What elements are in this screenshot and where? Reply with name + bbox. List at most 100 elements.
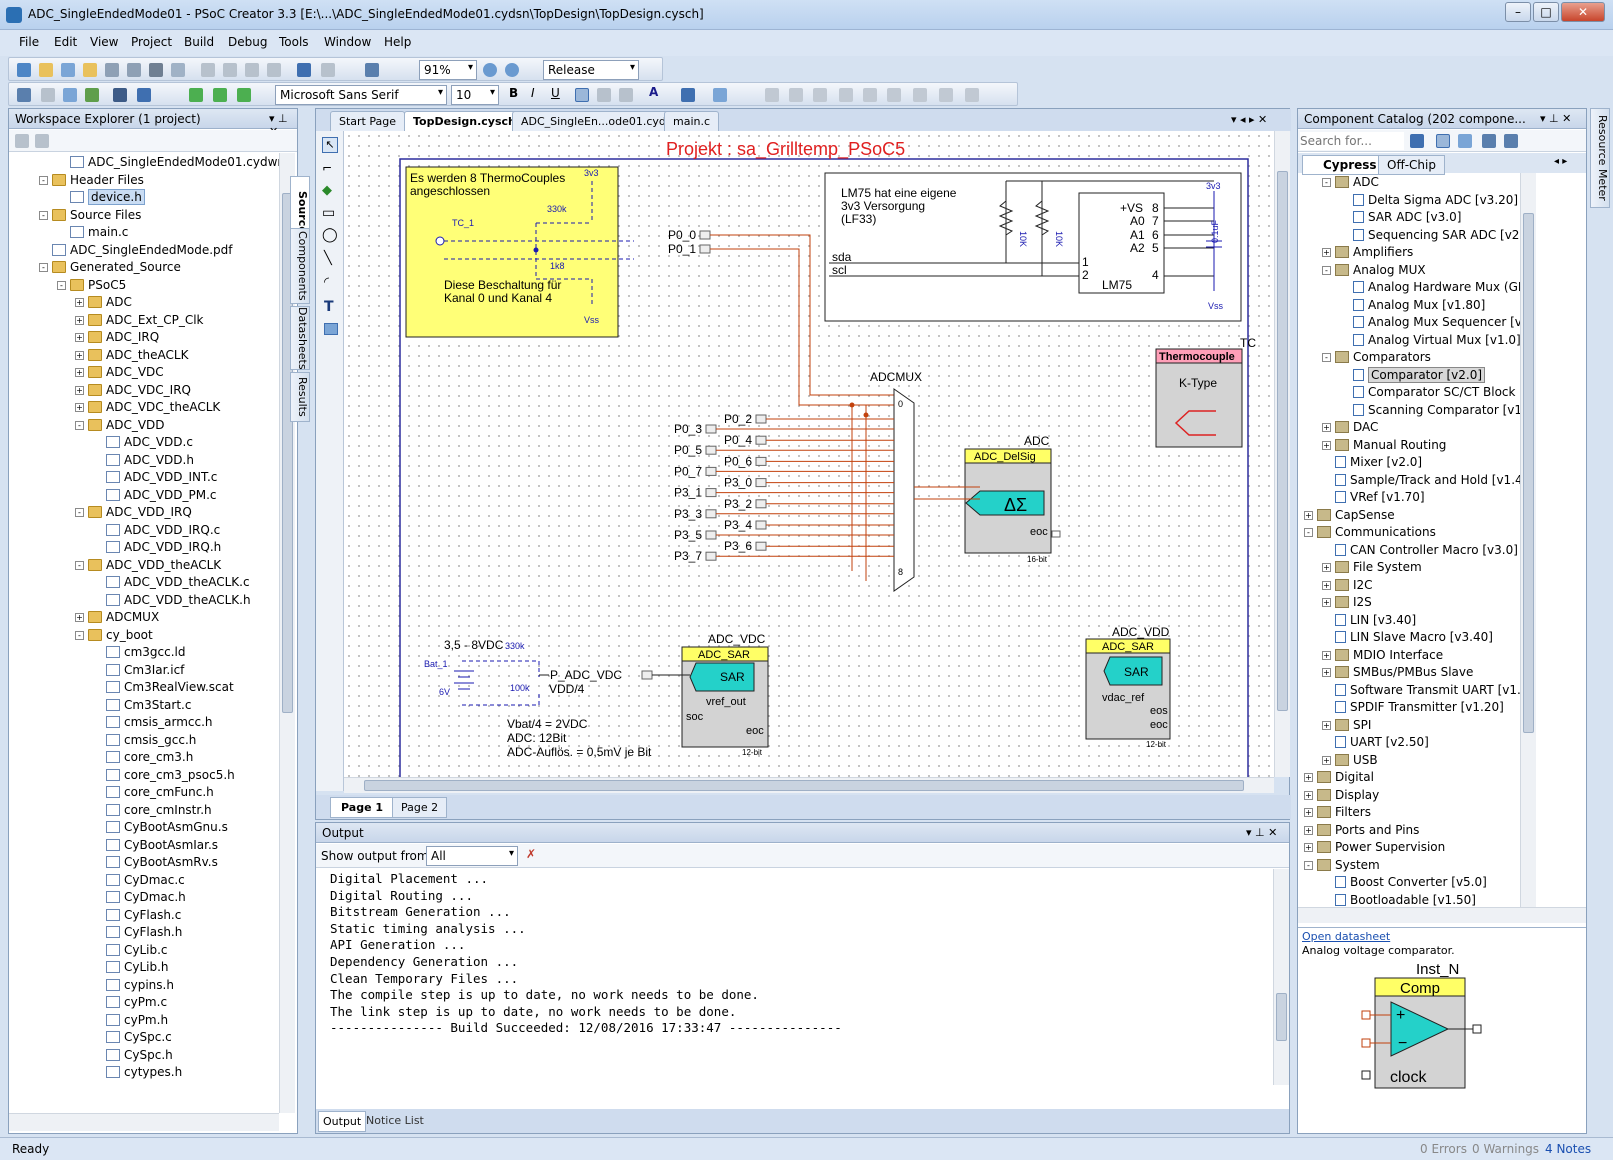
- catalog-component[interactable]: Analog Hardware Mux (GPIO: [1340, 278, 1520, 296]
- tree-file[interactable]: ADC_VDD_theACLK.h: [93, 591, 251, 609]
- catalog-search-input[interactable]: [1300, 132, 1404, 150]
- tab-notice-list[interactable]: Notice List: [366, 1114, 424, 1127]
- print-icon[interactable]: [149, 63, 163, 77]
- line-tool-icon[interactable]: ╲: [324, 251, 332, 266]
- tab-nav-icon[interactable]: ▾ ◂ ▸ ✕: [1231, 113, 1268, 126]
- tree-file[interactable]: Cm3Iar.icf: [93, 661, 184, 679]
- expand-icon[interactable]: +: [1322, 598, 1331, 607]
- tree-file[interactable]: core_cm3_psoc5.h: [93, 766, 235, 784]
- catalog-vscroll-thumb[interactable]: [1523, 213, 1534, 733]
- tab-main-c[interactable]: main.c: [664, 111, 720, 131]
- tree-file[interactable]: core_cmFunc.h: [93, 783, 214, 801]
- expand-icon[interactable]: +: [1322, 563, 1331, 572]
- expand-icon[interactable]: +: [75, 333, 84, 342]
- distribute-icon[interactable]: [913, 88, 927, 102]
- tab-components[interactable]: Components: [290, 228, 310, 304]
- catalog-folder[interactable]: +Digital: [1304, 768, 1374, 786]
- find-icon[interactable]: [365, 63, 379, 77]
- tree-file[interactable]: ADC_VDD_IRQ.c: [93, 521, 220, 539]
- canvas-vscroll[interactable]: [1274, 131, 1290, 777]
- tab-results[interactable]: Results: [290, 372, 310, 422]
- tree-file[interactable]: CyDmac.c: [93, 871, 185, 889]
- catalog-component[interactable]: Boost Converter [v5.0]: [1322, 873, 1487, 891]
- horizontal-scrollbar[interactable]: [9, 1113, 279, 1131]
- tree-folder[interactable]: -cy_boot: [75, 626, 153, 644]
- tab-output[interactable]: Output: [318, 1111, 367, 1132]
- copy-icon[interactable]: [223, 63, 237, 77]
- catalog-component[interactable]: Sequencing SAR ADC [v2.0]: [1340, 226, 1520, 244]
- catalog-hscroll[interactable]: [1298, 907, 1586, 923]
- rotate-icon[interactable]: [765, 88, 779, 102]
- catalog-folder[interactable]: -Comparators: [1322, 348, 1431, 366]
- expand-icon[interactable]: +: [1304, 825, 1313, 835]
- view-icon[interactable]: [1458, 134, 1472, 148]
- tree-file[interactable]: cmsis_armcc.h: [93, 713, 213, 731]
- tree-file[interactable]: core_cm3.h: [93, 748, 193, 766]
- menu-edit[interactable]: Edit: [54, 35, 78, 49]
- tree-file[interactable]: CyBootAsmGnu.s: [93, 818, 228, 836]
- tree-folder[interactable]: +ADC: [75, 293, 132, 311]
- tree-file[interactable]: cytypes.h: [93, 1063, 182, 1081]
- rect-tool-icon[interactable]: ▭: [322, 205, 336, 221]
- maximize-button[interactable]: □: [1533, 2, 1559, 22]
- catalog-vscroll[interactable]: [1520, 173, 1536, 907]
- tree-folder[interactable]: -Generated_Source: [39, 258, 181, 276]
- catalog-component[interactable]: Comparator [v2.0]: [1340, 366, 1486, 384]
- tree-file[interactable]: CySpc.h: [93, 1046, 173, 1064]
- expand-icon[interactable]: +: [1304, 843, 1313, 852]
- tree-file[interactable]: cyPm.c: [93, 993, 167, 1011]
- tree-file[interactable]: cypins.h: [93, 976, 174, 994]
- font-color-icon[interactable]: A: [649, 85, 659, 99]
- catalog-folder[interactable]: +MDIO Interface: [1322, 646, 1443, 664]
- catalog-component[interactable]: LIN [v3.40]: [1322, 611, 1416, 629]
- catalog-component[interactable]: Scanning Comparator [v1.10: [1340, 401, 1520, 419]
- expand-icon[interactable]: +: [1322, 248, 1331, 257]
- tree-file[interactable]: ADC_SingleEndedMode01.cydwr: [57, 153, 279, 171]
- align-bottom-icon[interactable]: [887, 88, 901, 102]
- align-center-icon[interactable]: [597, 88, 611, 102]
- redo-icon[interactable]: [321, 63, 335, 77]
- tree-folder[interactable]: -Source Files: [39, 206, 141, 224]
- text-tool-icon[interactable]: T: [324, 299, 334, 315]
- properties-icon[interactable]: [15, 134, 29, 148]
- catalog-folder[interactable]: +Ports and Pins: [1304, 821, 1419, 839]
- new-file-icon[interactable]: [39, 63, 53, 77]
- show-all-icon[interactable]: [35, 134, 49, 148]
- expand-icon[interactable]: +: [1304, 510, 1313, 520]
- tab-topdesign[interactable]: TopDesign.cysch: [404, 111, 525, 131]
- collapse-icon[interactable]: -: [1322, 265, 1331, 275]
- expand-icon[interactable]: +: [1322, 423, 1331, 432]
- expand-icon[interactable]: +: [1304, 773, 1313, 782]
- tree-folder[interactable]: -PSoC5: [57, 276, 126, 294]
- arc-tool-icon[interactable]: ◜: [324, 275, 330, 290]
- open-datasheet-link[interactable]: Open datasheet: [1302, 930, 1391, 943]
- italic-icon[interactable]: I: [531, 86, 535, 100]
- align-left-icon[interactable]: [575, 88, 589, 102]
- collapse-icon[interactable]: -: [39, 210, 48, 220]
- tree-folder[interactable]: +ADC_VDC_theACLK: [75, 398, 220, 416]
- canvas-hscroll[interactable]: [344, 777, 1274, 793]
- tree-folder[interactable]: -ADC_VDD: [75, 416, 165, 434]
- menu-project[interactable]: Project: [131, 35, 173, 49]
- show-from-combo[interactable]: All: [426, 846, 518, 866]
- cut-icon[interactable]: [201, 63, 215, 77]
- expand-icon[interactable]: +: [75, 350, 84, 360]
- catalog-component[interactable]: Software Transmit UART [v1.50]: [1322, 681, 1520, 699]
- catalog-component[interactable]: Analog Virtual Mux [v1.0]: [1340, 331, 1520, 349]
- catalog-pin-icon[interactable]: ▾ ⊥ ✕: [1540, 112, 1572, 125]
- clean-icon[interactable]: [41, 88, 55, 102]
- tree-folder[interactable]: +ADC_IRQ: [75, 328, 159, 346]
- tree-file[interactable]: Cm3Start.c: [93, 696, 191, 714]
- tree-folder[interactable]: +ADC_theACLK: [75, 346, 188, 364]
- catalog-folder[interactable]: -System: [1304, 856, 1380, 874]
- tree-file[interactable]: CyDmac.h: [93, 888, 186, 906]
- expand-icon[interactable]: +: [1322, 440, 1331, 450]
- expand-icon[interactable]: +: [1322, 668, 1331, 677]
- menu-build[interactable]: Build: [184, 35, 215, 49]
- tab-start-page[interactable]: Start Page: [330, 111, 405, 131]
- clear-output-icon[interactable]: ✗: [526, 847, 537, 861]
- catalog-folder[interactable]: +I2S: [1322, 593, 1372, 611]
- tree-file[interactable]: ADC_VDD.c: [93, 433, 193, 451]
- save-all-icon[interactable]: [127, 63, 141, 77]
- minimize-button[interactable]: –: [1505, 2, 1531, 22]
